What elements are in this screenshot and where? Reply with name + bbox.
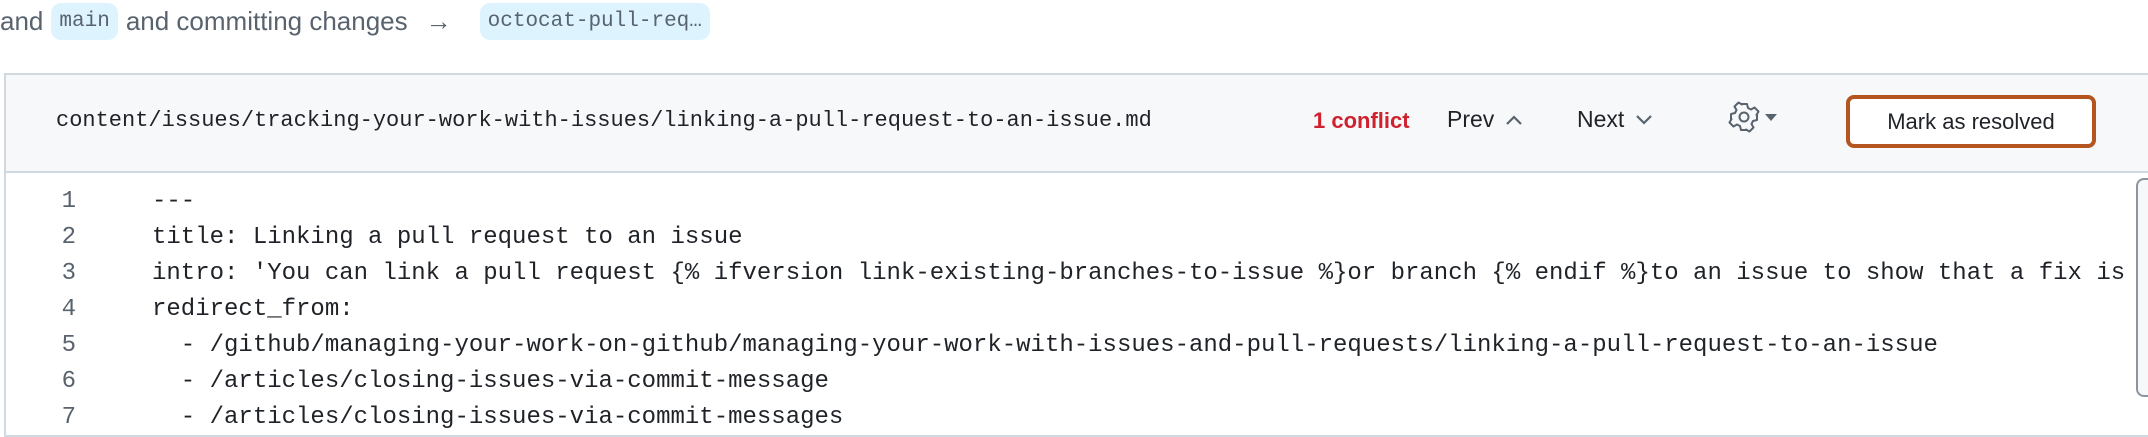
line-text: redirect_from: (152, 295, 354, 323)
line-number: 7 (61, 403, 76, 431)
caret-down-icon (1765, 114, 1777, 121)
next-conflict-button[interactable]: Next (1577, 106, 1654, 133)
line-number: 6 (61, 367, 76, 395)
chevron-down-icon (1636, 114, 1653, 125)
conflict-count: 1 conflict (1313, 108, 1410, 133)
gear-icon (1728, 101, 1760, 133)
code-line[interactable]: 4 redirect_from: (6, 291, 2148, 327)
code-line[interactable]: 3 intro: 'You can link a pull request {% … (6, 255, 2148, 291)
file-path: content/issues/tracking-your-work-with-i… (56, 108, 1152, 133)
line-number: 5 (61, 331, 76, 359)
settings-dropdown[interactable] (1728, 101, 1778, 133)
line-text: - /github/managing-your-work-on-github/m… (152, 331, 1938, 359)
mark-as-resolved-button[interactable]: Mark as resolved (1846, 95, 2096, 148)
code-line[interactable]: 6 - /articles/closing-issues-via-commit-… (6, 363, 2148, 399)
line-number: 4 (61, 295, 76, 323)
vertical-scrollbar[interactable] (2136, 178, 2148, 397)
file-header: content/issues/tracking-your-work-with-i… (6, 75, 2148, 173)
base-branch-pill[interactable]: main (51, 2, 118, 40)
line-number: 1 (61, 187, 76, 215)
code-line[interactable]: 2 title: Linking a pull request to an iss… (6, 219, 2148, 255)
code-editor[interactable]: 1 --- 2 title: Linking a pull request to an… (6, 183, 2148, 435)
line-text: - /articles/closing-issues-via-commit-me… (152, 367, 829, 395)
code-line[interactable]: 7 - /articles/closing-issues-via-commit-… (6, 399, 2148, 435)
line-text: - /articles/closing-issues-via-commit-me… (152, 403, 844, 431)
line-number: 2 (61, 223, 76, 251)
prev-label: Prev (1447, 106, 1495, 132)
chevron-up-icon (1506, 114, 1523, 125)
code-line[interactable]: 5 - /github/managing-your-work-on-github… (6, 327, 2148, 363)
breadcrumb-middle: and committing changes (125, 5, 408, 36)
line-text: --- (152, 187, 196, 215)
breadcrumb-prefix: and (0, 5, 44, 36)
line-text: title: Linking a pull request to an issu… (152, 223, 743, 251)
conflict-editor: content/issues/tracking-your-work-with-i… (4, 73, 2148, 437)
arrow-right-icon: → (425, 5, 452, 36)
line-text: intro: 'You can link a pull request {% i… (152, 259, 2140, 287)
branch-breadcrumb: and main and committing changes → octoca… (0, 0, 718, 42)
next-label: Next (1577, 106, 1625, 132)
code-line[interactable]: 1 --- (6, 183, 2148, 219)
prev-conflict-button[interactable]: Prev (1447, 106, 1524, 133)
line-number: 3 (61, 259, 76, 287)
head-branch-pill[interactable]: octocat-pull-req… (479, 2, 710, 40)
